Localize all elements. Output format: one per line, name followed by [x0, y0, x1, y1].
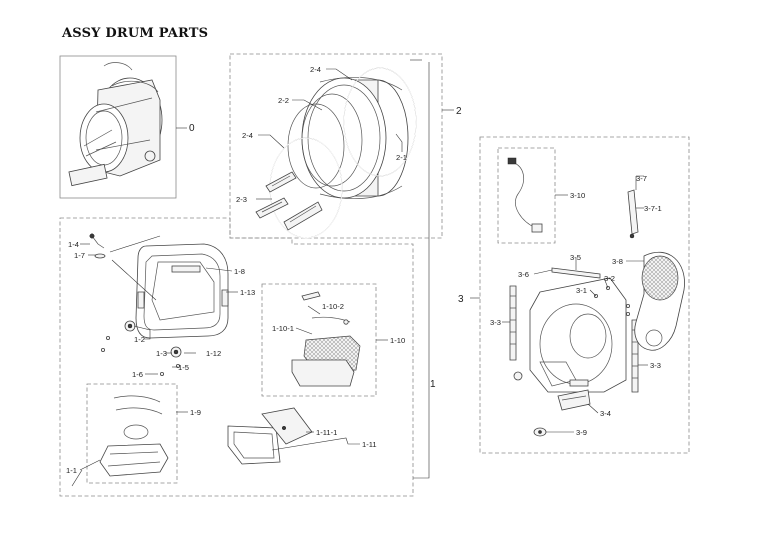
rear-brackets-3-3-left	[509, 285, 517, 361]
label-3-2: 3-2	[604, 274, 615, 283]
label-3-10: 3-10	[570, 191, 585, 200]
label-1-7: 1-7	[74, 251, 85, 260]
bearing-1-2	[101, 320, 136, 352]
filter-housing-1-8	[171, 265, 201, 273]
label-1-10-1: 1-10-1	[272, 324, 294, 333]
label-1-5: 1-5	[178, 363, 189, 372]
diagram-title: ASSY DRUM PARTS	[62, 26, 209, 41]
label-1-10: 1-10	[390, 336, 405, 345]
harness-3-10	[507, 157, 543, 233]
label-2-4-top: 2-4	[310, 65, 321, 74]
lint-filter-1-10	[291, 291, 361, 387]
label-2-1: 2-1	[396, 153, 407, 162]
rear-bearing-3-8	[634, 251, 685, 351]
drum-lifters-2-3	[255, 171, 323, 231]
drum-assembly-0	[68, 62, 163, 187]
label-2-3: 2-3	[236, 195, 247, 204]
label-1: 1	[430, 379, 436, 390]
group-1-2-bracket	[413, 62, 430, 479]
shaft-3-7	[627, 189, 639, 239]
bearing-1-12	[159, 346, 182, 376]
label-3-6: 3-6	[518, 270, 529, 279]
label-3-3-right: 3-3	[650, 361, 661, 370]
label-3-1: 3-1	[576, 286, 587, 295]
label-1-11-1: 1-11-1	[316, 428, 337, 437]
label-3-7-1: 3-7-1	[644, 204, 662, 213]
label-0: 0	[189, 123, 195, 134]
label-1-3: 1-3	[156, 349, 167, 358]
thermostat-3-9	[533, 427, 547, 437]
sensor-1-4	[89, 233, 106, 259]
label-2-2: 2-2	[278, 96, 289, 105]
group-1-9-box	[86, 383, 178, 484]
filter-guide-1-11	[227, 407, 313, 465]
label-3-3-left: 3-3	[490, 318, 501, 327]
seal-ring-2-4-top	[343, 67, 417, 177]
group-1-box	[59, 217, 414, 497]
drum-2-2	[287, 76, 409, 200]
label-1-6: 1-6	[132, 370, 143, 379]
label-2: 2	[456, 106, 462, 117]
label-3-7: 3-7	[636, 174, 647, 183]
label-1-9: 1-9	[190, 408, 201, 417]
label-1-8: 1-8	[234, 267, 245, 276]
label-1-2: 1-2	[134, 335, 145, 344]
label-3-5: 3-5	[570, 253, 581, 262]
label-1-1: 1-1	[66, 466, 77, 475]
group-3-10-box	[497, 147, 556, 244]
label-3: 3	[458, 294, 464, 305]
assembly-0-box	[59, 55, 177, 199]
label-1-12: 1-12	[206, 349, 221, 358]
label-1-11: 1-11	[362, 440, 377, 449]
small-part-rear-left	[513, 371, 523, 381]
rear-panel-3-6	[529, 277, 627, 393]
label-1-4: 1-4	[68, 240, 79, 249]
label-2-4-bottom: 2-4	[242, 131, 253, 140]
heater-3-4	[557, 389, 591, 411]
label-3-8: 3-8	[612, 257, 623, 266]
front-frame-1-13	[135, 243, 229, 339]
label-3-4: 3-4	[600, 409, 611, 418]
duct-1-9	[99, 395, 169, 477]
label-1-13: 1-13	[240, 288, 255, 297]
group-3-box	[479, 136, 690, 454]
label-3-9: 3-9	[576, 428, 587, 437]
label-1-10-2: 1-10-2	[322, 302, 344, 311]
belt-3-5	[551, 267, 601, 279]
